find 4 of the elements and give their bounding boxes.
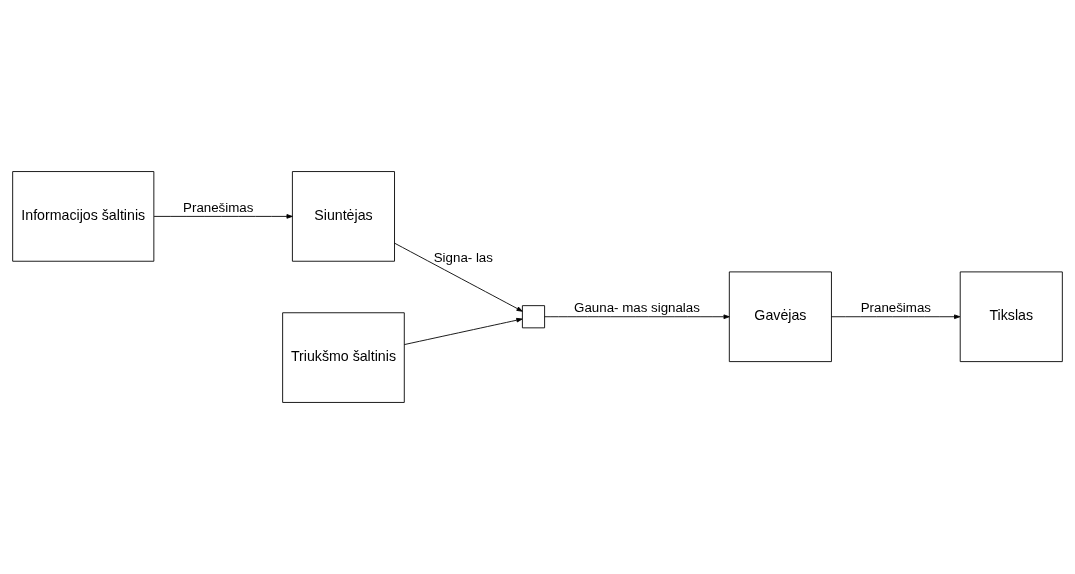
edge-label: Gauna- mas signalas xyxy=(574,300,700,316)
edge-label: Pranešimas xyxy=(183,199,254,215)
edge-label: Pranešimas xyxy=(860,300,931,316)
edge-label: Signa- las xyxy=(433,249,493,265)
